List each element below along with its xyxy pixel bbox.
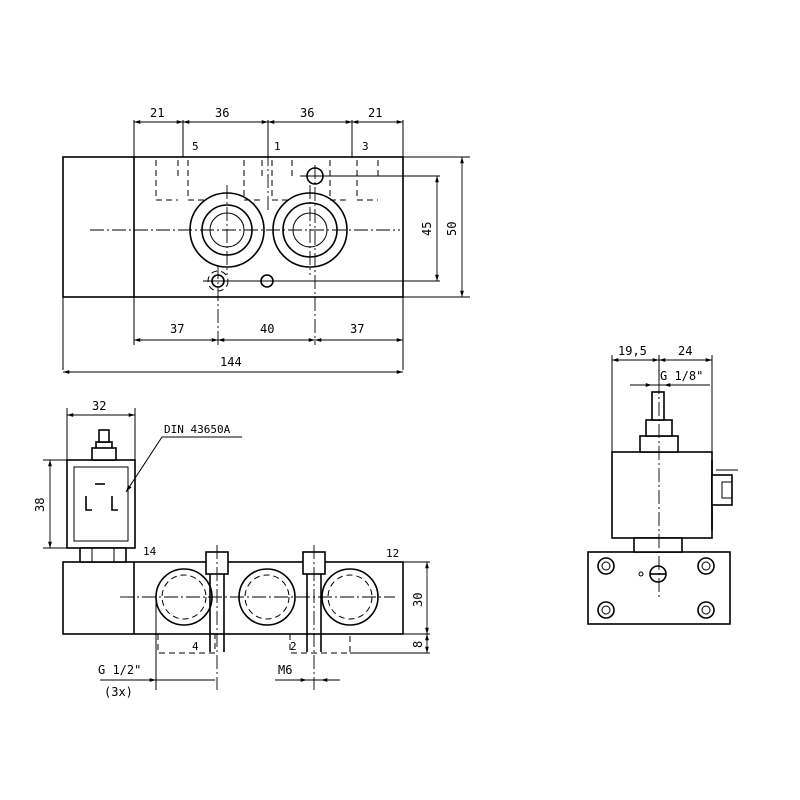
dim-top-4: 21 <box>368 106 382 120</box>
dim-top-2: 36 <box>215 106 229 120</box>
dim-height-50: 50 <box>445 222 459 236</box>
pilot-label-14: 14 <box>143 545 157 558</box>
side-fitting <box>651 391 665 421</box>
dim-overall-width: 144 <box>220 355 242 369</box>
dim-coil-width: 32 <box>92 399 106 413</box>
dim-base-offset: 8 <box>411 641 425 648</box>
dim-coil-height: 38 <box>33 498 47 512</box>
side-thread-label: G 1/8" <box>660 369 703 383</box>
mounting-screw-right <box>302 545 326 690</box>
port-label-3: 3 <box>362 140 369 153</box>
valve-body-front <box>62 561 404 635</box>
hidden-port-outlines <box>155 160 379 201</box>
solenoid-coil <box>66 459 136 549</box>
dim-top-3: 36 <box>300 106 314 120</box>
port-label-1: 1 <box>274 140 281 153</box>
side-dim-left: 19,5 <box>618 344 647 358</box>
dim-bottom-2: 40 <box>260 322 274 336</box>
side-coil <box>611 451 713 539</box>
dim-top-1: 21 <box>150 106 164 120</box>
dim-body-height: 30 <box>411 593 425 607</box>
coil-nut <box>79 547 127 563</box>
pilot-label-12: 12 <box>386 547 399 560</box>
port-label-5: 5 <box>192 140 199 153</box>
port-label-2: 2 <box>290 640 297 653</box>
top-view: 21 36 36 21 5 1 3 37 40 37 144 45 50 <box>62 106 470 374</box>
thread-label: G 1/2" <box>98 663 141 677</box>
connector-label: DIN 43650A <box>164 423 231 436</box>
thread-count: (3x) <box>104 685 133 699</box>
screw-label: M6 <box>278 663 292 677</box>
dim-height-45: 45 <box>420 222 434 236</box>
front-view: 32 38 DIN 43650A <box>33 399 430 699</box>
mounting-screw-left <box>205 545 229 690</box>
valve-body-outline <box>62 156 404 298</box>
side-view: 19,5 24 G 1/8" <box>587 344 738 625</box>
dim-bottom-1: 37 <box>170 322 184 336</box>
port-label-4: 4 <box>192 640 199 653</box>
dim-bottom-3: 37 <box>350 322 364 336</box>
side-dim-right: 24 <box>678 344 692 358</box>
